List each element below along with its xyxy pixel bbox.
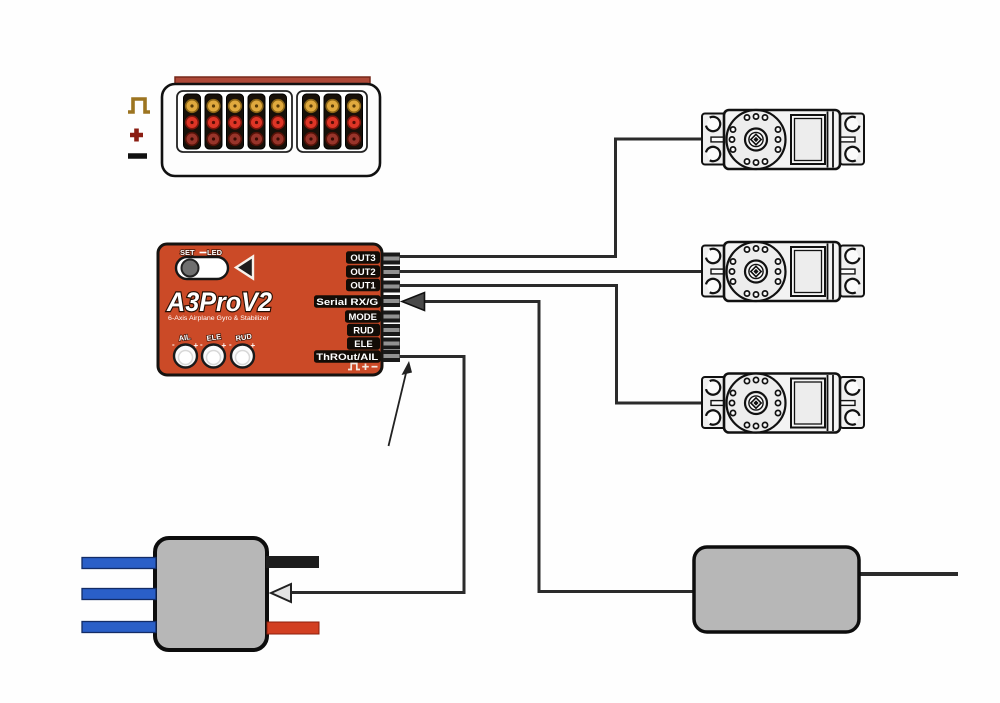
- svg-text:+: +: [251, 341, 256, 350]
- svg-text:-: -: [200, 340, 203, 349]
- svg-text:A3ProV2: A3ProV2: [166, 287, 272, 317]
- svg-text:-: -: [172, 340, 175, 349]
- svg-text:+: +: [194, 341, 199, 350]
- svg-text:ThROut/AIL: ThROut/AIL: [316, 352, 378, 363]
- svg-text:+: +: [222, 341, 227, 350]
- svg-text:LED: LED: [207, 248, 223, 257]
- svg-text:RUD: RUD: [235, 332, 253, 343]
- svg-text:RUD: RUD: [353, 325, 374, 336]
- svg-text:-: -: [229, 340, 232, 349]
- svg-text:AIL: AIL: [178, 332, 192, 343]
- svg-text:OUT2: OUT2: [350, 267, 375, 278]
- svg-text:SET: SET: [180, 248, 195, 257]
- svg-text:Serial RX/G: Serial RX/G: [316, 297, 378, 308]
- svg-text:OUT3: OUT3: [350, 253, 375, 264]
- svg-text:OUT1: OUT1: [350, 280, 376, 291]
- svg-text:ELE: ELE: [354, 339, 372, 350]
- svg-text:MODE: MODE: [349, 312, 378, 323]
- svg-text:ELE: ELE: [206, 332, 222, 343]
- svg-text:6-Axis Airplane Gyro & Stabili: 6-Axis Airplane Gyro & Stabilizer: [168, 315, 269, 322]
